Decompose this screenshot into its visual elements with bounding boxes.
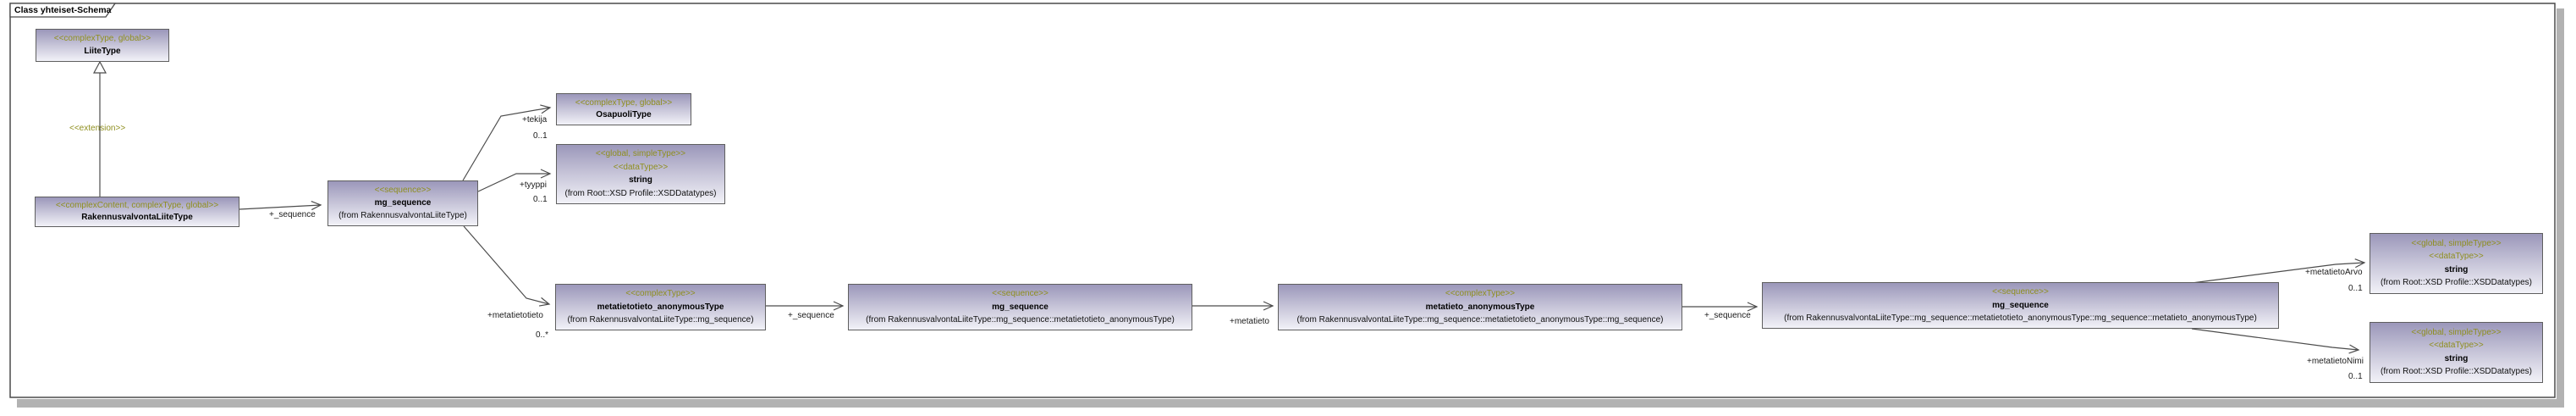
edge-label-metatieto-arvo: +metatietoArvo <box>2305 268 2363 277</box>
diagram-tab-shape <box>9 3 117 18</box>
edge-metatieto-arvo[interactable] <box>2191 258 2366 284</box>
edge-multiplicity-metatieto-nimi: 0..1 <box>2348 372 2363 381</box>
stereotype-label: <<complexType>> <box>625 289 696 299</box>
class-from-note: (from Root::XSD Profile::XSDDatatypes) <box>564 188 717 198</box>
stereotype-label: <<sequence>> <box>374 186 432 195</box>
class-name: metatieto_anonymousType <box>1425 302 1535 312</box>
edge-multiplicity-metatietotieto: 0..* <box>536 330 549 340</box>
class-name: string <box>629 175 652 186</box>
edge-label-metatietotieto: +metatietotieto <box>487 311 543 320</box>
stereotype-label: <<complexType>> <box>1445 289 1516 299</box>
stereotype-label: <<dataType>> <box>613 162 669 172</box>
edge-metatietotieto[interactable] <box>463 225 551 307</box>
class-box-metatietotieto-anonymous-type[interactable]: <<complexType>> metatietotieto_anonymous… <box>555 284 766 330</box>
edge-multiplicity-tekija: 0..1 <box>533 131 548 141</box>
class-name: mg_sequence <box>992 302 1049 312</box>
class-box-string-metatieto-nimi[interactable]: <<global, simpleType>> <<dataType>> stri… <box>2370 322 2543 383</box>
edge-label-metatieto-nimi: +metatietoNimi <box>2307 357 2364 366</box>
class-box-mg-sequence-1[interactable]: <<sequence>> mg_sequence (from Rakennusv… <box>328 180 478 226</box>
class-from-note: (from Root::XSD Profile::XSDDatatypes) <box>2381 367 2532 377</box>
class-box-mg-sequence-3[interactable]: <<sequence>> mg_sequence (from Rakennusv… <box>1762 282 2279 329</box>
edge-label-sequence-2: +_sequence <box>788 311 834 320</box>
stereotype-label: <<dataType>> <box>2429 252 2484 262</box>
frame-shadow-right <box>2557 8 2564 408</box>
edge-tekija[interactable] <box>462 104 552 181</box>
edge-metatieto-nimi[interactable] <box>2191 328 2360 354</box>
stereotype-label: <<global, simpleType>> <box>2411 327 2502 337</box>
stereotype-label: <<complexType, global>> <box>53 34 151 43</box>
class-box-mg-sequence-2[interactable]: <<sequence>> mg_sequence (from Rakennusv… <box>848 284 1192 330</box>
class-name: OsapuoliType <box>596 110 652 120</box>
class-box-rakennusvalvonta-liite-type[interactable]: <<complexContent, complexType, global>> … <box>35 197 239 227</box>
diagram-title: Class yhteiset-Schema <box>14 5 112 15</box>
class-name: mg_sequence <box>374 198 432 208</box>
edge-multiplicity-metatieto-arvo: 0..1 <box>2348 284 2363 293</box>
edge-multiplicity-tyyppi: 0..1 <box>533 195 548 204</box>
class-from-note: (from RakennusvalvontaLiiteType::mg_sequ… <box>567 314 754 324</box>
class-name: string <box>2444 353 2469 363</box>
edge-tyyppi[interactable] <box>477 169 552 192</box>
class-name: RakennusvalvontaLiiteType <box>81 213 193 222</box>
class-box-string-metatieto-arvo[interactable]: <<global, simpleType>> <<dataType>> stri… <box>2370 233 2543 294</box>
stereotype-label: <<sequence>> <box>992 289 1049 299</box>
class-name: metatietotieto_anonymousType <box>597 302 724 312</box>
class-from-note: (from RakennusvalvontaLiiteType::mg_sequ… <box>1784 313 2257 323</box>
class-box-metatieto-anonymous-type[interactable]: <<complexType>> metatieto_anonymousType … <box>1278 284 1682 330</box>
edge-label-tyyppi: +tyyppi <box>520 180 547 190</box>
class-from-note: (from RakennusvalvontaLiiteType) <box>339 211 467 220</box>
class-box-string-tyyppi[interactable]: <<global, simpleType>> <<dataType>> stri… <box>556 144 725 204</box>
diagram-frame <box>9 3 2556 398</box>
edge-label-sequence-3: +_sequence <box>1704 311 1751 320</box>
frame-shadow-bottom <box>17 399 2564 408</box>
stereotype-label: <<dataType>> <box>2429 341 2484 351</box>
class-name: LiiteType <box>84 47 121 56</box>
stereotype-label: <<global, simpleType>> <box>2411 238 2502 248</box>
class-name: string <box>2444 264 2469 275</box>
class-from-note: (from RakennusvalvontaLiiteType::mg_sequ… <box>1296 314 1664 324</box>
edge-stereotype-extension: <<extension>> <box>69 124 126 133</box>
stereotype-label: <<global, simpleType>> <box>595 149 686 159</box>
generalization-triangle <box>92 60 107 74</box>
class-name: mg_sequence <box>1992 300 2049 310</box>
stereotype-label: <<complexContent, complexType, global>> <box>55 201 219 210</box>
edge-label-tekija: +tekija <box>522 115 548 125</box>
class-box-osapuoli-type[interactable]: <<complexType, global>> OsapuoliType <box>556 93 691 125</box>
class-from-note: (from RakennusvalvontaLiiteType::mg_sequ… <box>866 314 1175 324</box>
edge-label-metatieto: +metatieto <box>1230 317 1269 326</box>
class-from-note: (from Root::XSD Profile::XSDDatatypes) <box>2381 278 2532 288</box>
class-box-liite-type[interactable]: <<complexType, global>> LiiteType <box>36 29 169 62</box>
stereotype-label: <<sequence>> <box>1992 287 2049 297</box>
edge-label-sequence-1: +_sequence <box>269 210 316 219</box>
edge-sequence-1[interactable] <box>239 201 322 211</box>
stereotype-label: <<complexType, global>> <box>575 97 673 108</box>
